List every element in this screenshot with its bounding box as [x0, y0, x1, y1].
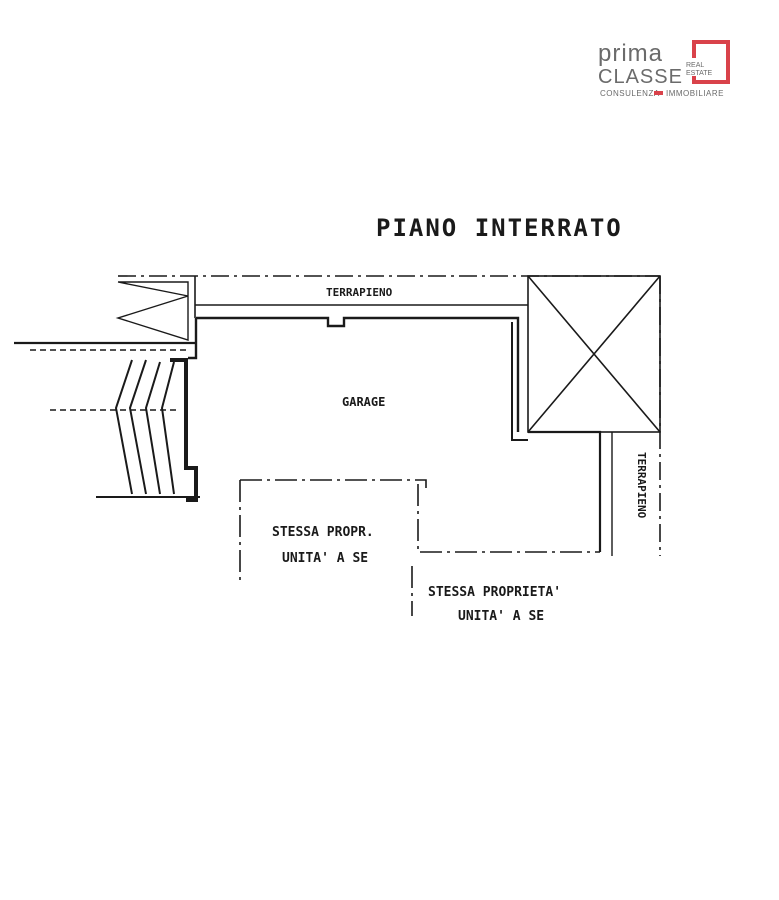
- label-bottom-unit-line2: UNITA' A SE: [458, 609, 544, 624]
- logo-tagline-left: CONSULENZA: [600, 89, 660, 98]
- garage-right-wall: [511, 322, 528, 441]
- plan-title: PIANO INTERRATO: [376, 214, 623, 242]
- logo-tagline-separator: [654, 91, 663, 95]
- label-left-unit-line1: STESSA PROPR.: [272, 525, 374, 540]
- logo-line-2: CLASSE: [598, 66, 683, 88]
- label-bottom-unit-line1: STESSA PROPRIETA': [428, 585, 561, 600]
- logo-badge: REAL ESTATE: [684, 40, 730, 84]
- left-unit-inner: [417, 484, 600, 553]
- garage-left-wall: [188, 318, 198, 360]
- label-terrapieno-right: TERRAPIENO: [635, 452, 648, 519]
- label-garage: GARAGE: [342, 395, 385, 409]
- logo-badge-top: REAL: [686, 62, 704, 69]
- logo-badge-bottom: ESTATE: [686, 70, 713, 77]
- garage-walls: [196, 316, 520, 432]
- garage-lower-wall: [528, 430, 602, 552]
- stair-side-wall: [170, 358, 198, 502]
- logo-tagline-right: IMMOBILIARE: [666, 89, 724, 98]
- label-left-unit-line2: UNITA' A SE: [282, 551, 368, 566]
- ramp-outline-upper: [115, 281, 189, 341]
- label-terrapieno-top: TERRAPIENO: [326, 286, 393, 299]
- left-unit-outline: [239, 479, 427, 580]
- logo-line-1: prima: [598, 40, 663, 67]
- stair-chevrons: [114, 359, 175, 495]
- shaft-cross: [527, 275, 661, 433]
- prima-classe-logo: prima CLASSE REAL ESTATE CONSULENZA IMMO…: [598, 40, 730, 98]
